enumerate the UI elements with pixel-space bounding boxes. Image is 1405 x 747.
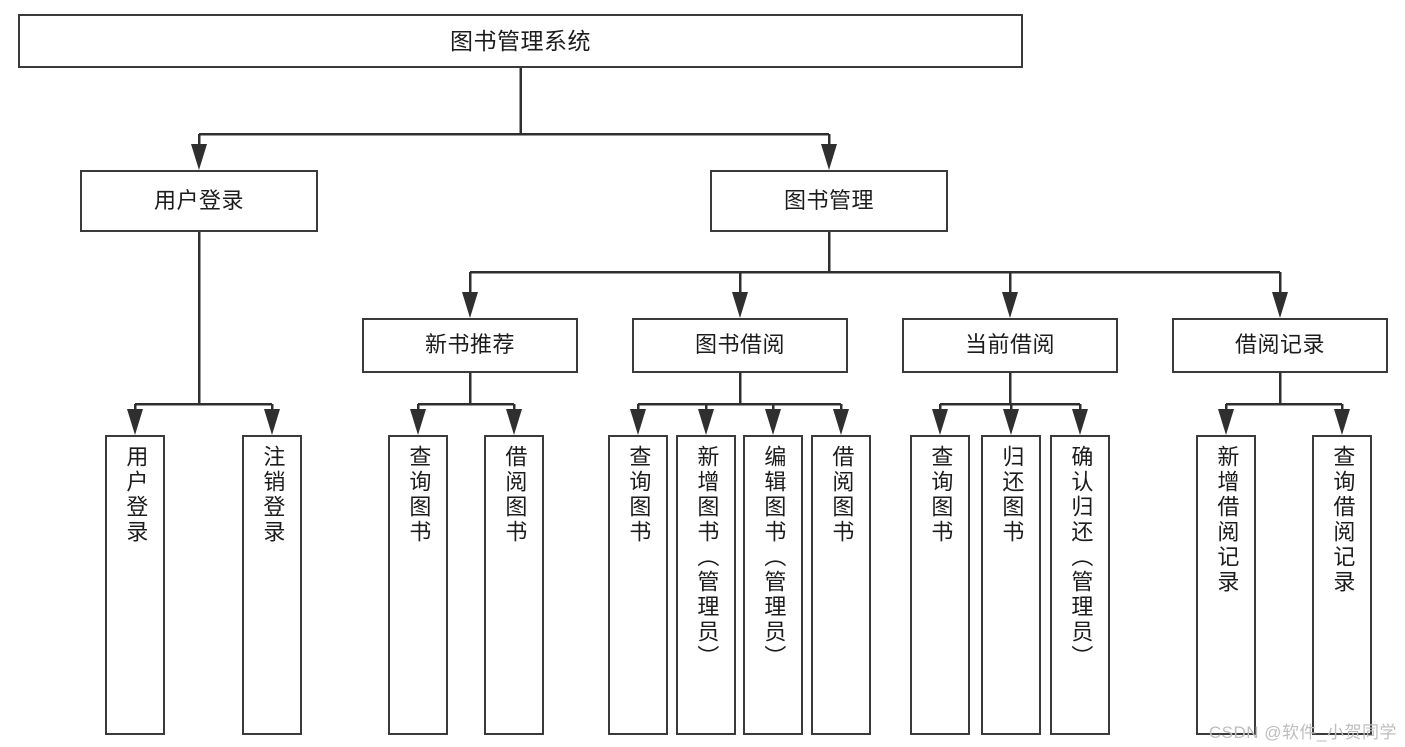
arrowhead xyxy=(698,409,714,435)
node-label: 查询借阅记录 xyxy=(1330,445,1356,595)
node-records[interactable]: 借阅记录 xyxy=(1172,318,1388,373)
node-label: 确认归还（管理员） xyxy=(1068,445,1094,670)
node-l6[interactable]: 新增图书（管理员） xyxy=(676,435,736,735)
node-l4[interactable]: 借阅图书 xyxy=(484,435,544,735)
node-l8[interactable]: 借阅图书 xyxy=(811,435,871,735)
node-newbooks[interactable]: 新书推荐 xyxy=(362,318,578,373)
node-label: 新增借阅记录 xyxy=(1214,445,1240,595)
node-l11[interactable]: 确认归还（管理员） xyxy=(1050,435,1110,735)
arrowhead xyxy=(410,409,426,435)
node-label: 图书借阅 xyxy=(694,332,785,358)
arrowhead xyxy=(127,409,143,435)
arrowhead xyxy=(1218,409,1234,435)
node-label: 查询图书 xyxy=(406,445,432,545)
node-l2[interactable]: 注销登录 xyxy=(242,435,302,735)
arrowhead xyxy=(833,409,849,435)
arrowhead xyxy=(506,409,522,435)
node-login[interactable]: 用户登录 xyxy=(80,170,318,232)
node-label: 图书管理 xyxy=(783,187,874,213)
node-l5[interactable]: 查询图书 xyxy=(608,435,668,735)
node-bookmgr[interactable]: 图书管理 xyxy=(710,170,948,232)
node-label: 新增图书（管理员） xyxy=(694,445,720,670)
node-l3[interactable]: 查询图书 xyxy=(388,435,448,735)
node-l13[interactable]: 查询借阅记录 xyxy=(1312,435,1372,735)
node-label: 借阅图书 xyxy=(502,445,528,545)
node-label: 新书推荐 xyxy=(424,332,515,358)
arrowhead xyxy=(1002,292,1018,318)
node-root[interactable]: 图书管理系统 xyxy=(18,14,1023,68)
node-l10[interactable]: 归还图书 xyxy=(981,435,1041,735)
node-current[interactable]: 当前借阅 xyxy=(902,318,1118,373)
arrowhead xyxy=(462,292,478,318)
node-l9[interactable]: 查询图书 xyxy=(910,435,970,735)
arrowhead xyxy=(264,409,280,435)
node-l1[interactable]: 用户登录 xyxy=(105,435,165,735)
node-label: 当前借阅 xyxy=(964,332,1055,358)
node-label: 借阅记录 xyxy=(1234,332,1325,358)
node-label: 查询图书 xyxy=(626,445,652,545)
arrowhead xyxy=(821,144,837,170)
node-l12[interactable]: 新增借阅记录 xyxy=(1196,435,1256,735)
arrowhead xyxy=(765,409,781,435)
node-label: 借阅图书 xyxy=(829,445,855,545)
arrowhead xyxy=(191,144,207,170)
arrowhead xyxy=(1003,409,1019,435)
arrowhead xyxy=(732,292,748,318)
arrowhead xyxy=(630,409,646,435)
node-label: 查询图书 xyxy=(928,445,954,545)
node-label: 用户登录 xyxy=(123,445,149,545)
arrowhead xyxy=(1072,409,1088,435)
node-label: 图书管理系统 xyxy=(450,27,591,54)
node-label: 归还图书 xyxy=(999,445,1025,545)
arrowhead xyxy=(932,409,948,435)
node-l7[interactable]: 编辑图书（管理员） xyxy=(743,435,803,735)
arrowhead xyxy=(1334,409,1350,435)
arrowhead xyxy=(1272,292,1288,318)
node-label: 编辑图书（管理员） xyxy=(761,445,787,670)
csdn-watermark: CSDN @软件_小贺同学 xyxy=(1208,723,1397,742)
node-label: 用户登录 xyxy=(153,187,244,213)
node-label: 注销登录 xyxy=(260,445,286,545)
node-borrow[interactable]: 图书借阅 xyxy=(632,318,848,373)
